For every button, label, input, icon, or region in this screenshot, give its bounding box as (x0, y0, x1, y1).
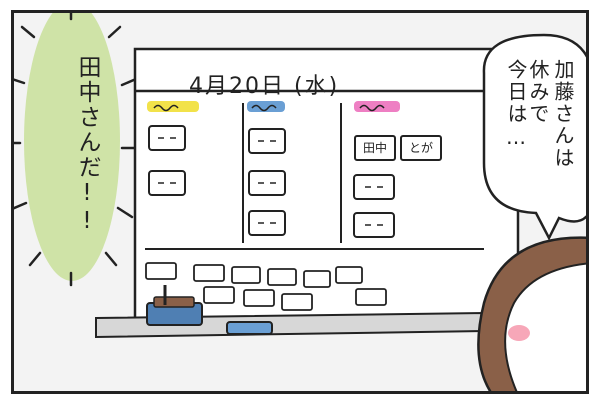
comic-panel: 4月20日 (水) 田中 とが 田中さんだ!! 加藤さんは 休みで 今日は… (11, 10, 589, 394)
spare-magnets (145, 262, 387, 311)
togashi-magnet: とが (400, 135, 442, 161)
emphasis-lines (14, 13, 140, 287)
thought-line-1: 加藤さんは (551, 59, 575, 169)
thought-line-3: 今日は… (504, 59, 528, 151)
blue-marker (226, 321, 273, 335)
character-blush (508, 325, 530, 341)
character-face (504, 262, 586, 391)
thought-bubble (482, 33, 586, 241)
thought-line-2: 休みで (526, 59, 550, 125)
highlight-blue (247, 101, 285, 112)
eraser-handle (153, 296, 195, 308)
shout-text: 田中さんだ!! (74, 55, 100, 236)
scribble-2 (251, 104, 277, 112)
magnet-face-marks (158, 137, 383, 226)
panel-artwork (14, 13, 586, 391)
scribble-1 (153, 104, 179, 112)
highlight-yellow (147, 101, 199, 112)
glow-shape (24, 13, 120, 281)
tanaka-magnet: 田中 (354, 135, 396, 161)
whiteboard-date: 4月20日 (水) (189, 74, 340, 99)
name-magnets (148, 125, 395, 238)
scribble-3 (359, 104, 385, 112)
